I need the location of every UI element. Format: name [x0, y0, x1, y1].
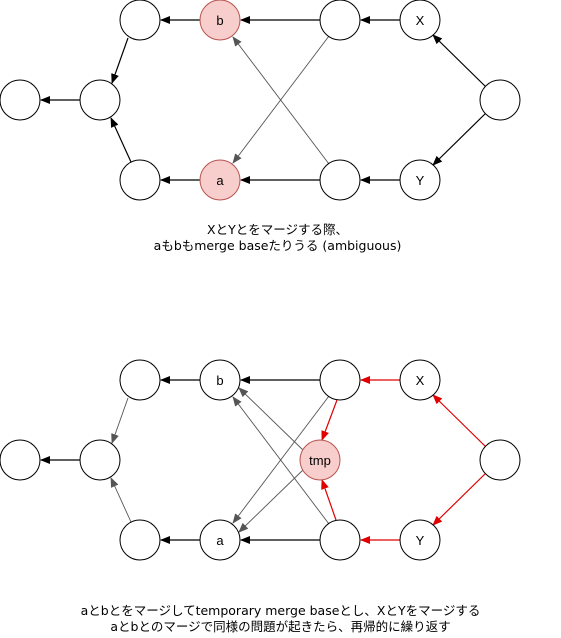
edge2-tmp-to-b — [238, 387, 305, 452]
diagram1-caption-line1: XとYとをマージする際、 — [207, 222, 348, 237]
diagram1-caption: XとYとをマージする際、 aもbもmerge baseたりうる (ambiguo… — [0, 222, 558, 254]
node2-x — [399, 359, 441, 401]
edge2-bottom-merge-to-tmp — [321, 479, 337, 521]
edge2-right-to-y — [432, 471, 488, 526]
node2-root — [0, 439, 41, 481]
diagram1-edges — [40, 16, 488, 184]
node-bottom-merge — [319, 159, 361, 201]
edge-bottom-left-to-join — [110, 117, 132, 163]
node2-y-label: Y — [416, 533, 425, 548]
diagram2-nodes: b X tmp a Y — [0, 359, 521, 561]
node-top-merge — [319, 0, 361, 41]
node2-bottom-left — [119, 519, 161, 561]
edge2-bottom-merge-to-b — [232, 396, 330, 525]
node-join — [79, 79, 121, 121]
node2-x-label: X — [416, 373, 425, 388]
edge2-right-to-x — [432, 394, 488, 449]
diagram1-nodes: b X a Y — [0, 0, 521, 201]
node2-join — [79, 439, 121, 481]
diagram2-caption: aとbとをマージしてtemporary merge baseとし、XとYをマージ… — [0, 603, 561, 635]
node-b-label: b — [216, 13, 223, 28]
node-x — [399, 0, 441, 41]
edge-top-merge-to-a — [232, 35, 330, 164]
node-b — [199, 0, 241, 41]
edge-right-to-y — [432, 111, 488, 166]
node-a — [199, 159, 241, 201]
node-root — [0, 79, 41, 121]
node2-tmp — [299, 439, 341, 481]
node2-b — [199, 359, 241, 401]
node2-tmp-label: tmp — [309, 453, 331, 468]
node-top-left — [119, 0, 161, 41]
diagram2-caption-line2: aとbとのマージで同様の問題が起きたら、再帰的に繰り返す — [110, 619, 451, 634]
node2-a — [199, 519, 241, 561]
node-y-label: Y — [416, 173, 425, 188]
node2-right — [479, 439, 521, 481]
diagram2-edges — [40, 376, 488, 544]
node2-b-label: b — [216, 373, 223, 388]
node-y — [399, 159, 441, 201]
edge2-top-left-to-join — [111, 397, 129, 444]
edge2-top-merge-to-a — [232, 395, 330, 524]
diagram2-caption-line1: aとbとをマージしてtemporary merge baseとし、XとYをマージ… — [80, 603, 481, 618]
edge2-bottom-left-to-join — [110, 477, 132, 523]
node2-top-left — [119, 359, 161, 401]
edge-top-left-to-join — [111, 37, 129, 84]
edge2-top-merge-to-tmp — [321, 399, 338, 441]
edge-bottom-merge-to-b — [232, 36, 330, 165]
edge2-tmp-to-a — [238, 468, 305, 533]
node2-bottom-merge — [319, 519, 361, 561]
node-right — [479, 79, 521, 121]
node-bottom-left — [119, 159, 161, 201]
node-a-label: a — [216, 173, 224, 188]
edge-right-to-x — [432, 34, 488, 89]
node2-y — [399, 519, 441, 561]
node2-top-merge — [319, 359, 361, 401]
diagram1-caption-line2: aもbもmerge baseたりうる (ambiguous) — [153, 238, 402, 253]
node-x-label: X — [416, 13, 425, 28]
node2-a-label: a — [216, 533, 224, 548]
